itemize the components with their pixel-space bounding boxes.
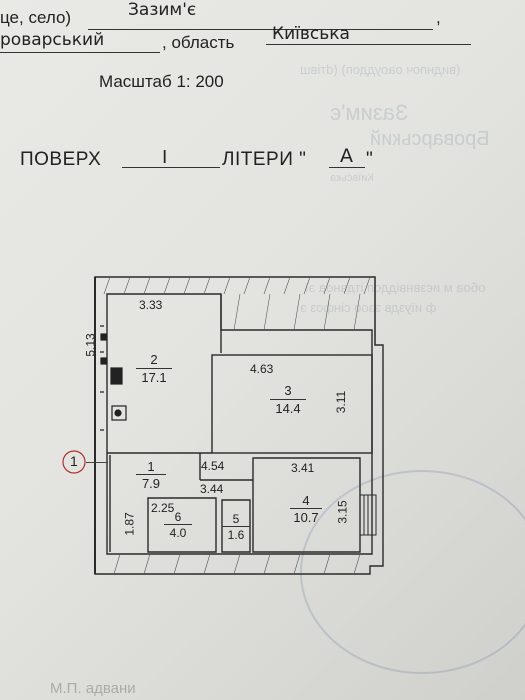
window-right	[359, 494, 377, 536]
room-area: 4.0	[169, 526, 187, 540]
dim-room6-width: 2.25	[151, 501, 175, 515]
settlement-comma: ,	[436, 8, 441, 27]
dim-room1-width: 4.54	[201, 459, 225, 473]
floor-underline	[122, 167, 220, 168]
liter-underline	[329, 167, 365, 168]
dim-room1-height: 1.87	[122, 512, 137, 536]
room-label-2: 2 17.1	[136, 352, 172, 387]
district-underline	[0, 52, 160, 53]
dim-room3-height: 3.11	[334, 390, 349, 414]
axis-marker	[62, 450, 86, 474]
room-area: 10.7	[293, 510, 319, 525]
floor-label: ПОВЕРХ	[20, 149, 102, 170]
dim-room3-width: 4.63	[250, 362, 274, 376]
room-area: 1.6	[227, 528, 245, 542]
faded-footer-text: М.П. адвани	[50, 680, 136, 697]
liter-label: ЛІТЕРИ "	[222, 149, 307, 170]
wall-hatching	[103, 276, 371, 575]
room-label-4: 4 10.7	[290, 493, 322, 526]
room-area: 14.4	[275, 401, 301, 416]
liter-close-quote: "	[366, 149, 373, 170]
room-number: 4	[290, 493, 322, 509]
room-number: 1	[136, 459, 166, 475]
room-number: 3	[270, 383, 306, 400]
district-value: роварський	[0, 30, 105, 50]
region-value: Київська	[272, 24, 350, 44]
region-label: , область	[162, 33, 235, 52]
axis-line	[86, 462, 108, 463]
dim-room2-height: 5.13	[83, 333, 98, 357]
scale-label: Масштаб 1: 200	[99, 72, 224, 91]
region-underline	[266, 44, 471, 45]
room-label-5: 5 1.6	[222, 512, 250, 544]
floor-value: I	[162, 147, 168, 168]
dim-room4-height: 3.15	[335, 500, 350, 524]
settlement-underline	[88, 29, 433, 30]
room-number: 5	[222, 512, 250, 527]
room-area: 7.9	[141, 476, 161, 491]
room2-fixtures	[100, 325, 127, 431]
interior-walls	[107, 294, 373, 553]
axis-marker-label: 1	[70, 453, 78, 469]
room-label-1: 1 7.9	[136, 459, 166, 492]
room-number: 2	[136, 352, 172, 369]
dim-room2-width: 3.33	[139, 298, 163, 312]
faded-stamp	[300, 470, 525, 674]
settlement-label: це, село)	[0, 8, 72, 27]
room-number: 6	[164, 510, 192, 525]
room-area: 17.1	[141, 370, 167, 385]
room-label-3: 3 14.4	[270, 383, 306, 418]
liter-value: А	[340, 145, 353, 167]
room-label-6: 6 4.0	[164, 510, 192, 542]
settlement-value: Зазим'є	[128, 0, 197, 20]
dim-room4-width: 3.41	[291, 461, 315, 475]
dim-room1-inner: 3.44	[200, 482, 224, 496]
